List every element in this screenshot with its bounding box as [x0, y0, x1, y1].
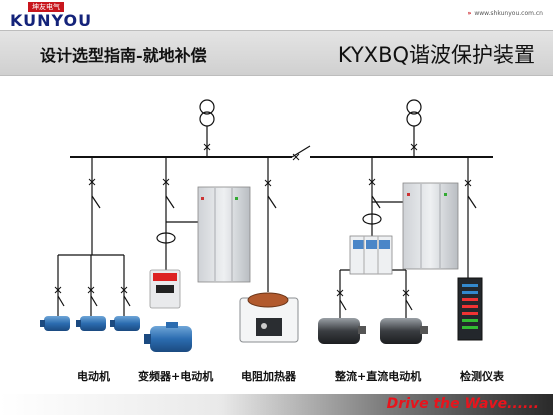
logo-text: KUNYOU	[10, 11, 93, 30]
label-heater: 电阻加热器	[241, 370, 296, 383]
feeder-vfd	[156, 157, 200, 270]
website-url[interactable]: »www.shkunyou.com.cn	[467, 10, 543, 17]
page-title: 设计选型指南-就地补偿	[40, 46, 207, 65]
ac-motor-1	[40, 316, 70, 331]
harmonic-cabinet-left	[197, 186, 251, 283]
product-title: KYXBQ谐波保护装置	[337, 43, 535, 67]
vfd-motor	[144, 322, 192, 352]
dc-motor-1	[318, 318, 366, 344]
measuring-instrument	[457, 277, 483, 341]
footer-slogan: Drive the Wave......	[386, 396, 539, 412]
website-url-text: www.shkunyou.com.cn	[474, 10, 543, 17]
label-instrument: 检测仪表	[460, 370, 504, 383]
ac-motor-3	[110, 316, 140, 331]
label-rectifier-dc-motor: 整流+直流电动机	[335, 370, 422, 383]
logo: 坤友电气 KUNYOU	[8, 2, 98, 30]
logo-cn-text: 坤友电气	[28, 2, 64, 12]
rectifier-cabinets	[349, 235, 393, 275]
harmonic-cabinet-right	[402, 182, 459, 270]
footer-band	[0, 394, 553, 415]
feeder-heater	[264, 157, 277, 292]
label-motor: 电动机	[77, 370, 110, 383]
dc-motor-2	[380, 318, 428, 344]
feeder-instrument	[464, 157, 477, 278]
feeder-motors	[54, 157, 131, 318]
ac-motor-2	[76, 316, 106, 331]
resistance-heater	[239, 292, 299, 343]
label-vfd-motor: 变频器+电动机	[138, 370, 214, 383]
frequency-inverter	[149, 269, 181, 309]
title-band	[0, 30, 553, 76]
arrow-icon: »	[467, 10, 472, 17]
transformer-left	[199, 99, 215, 156]
transformer-right	[406, 99, 422, 156]
